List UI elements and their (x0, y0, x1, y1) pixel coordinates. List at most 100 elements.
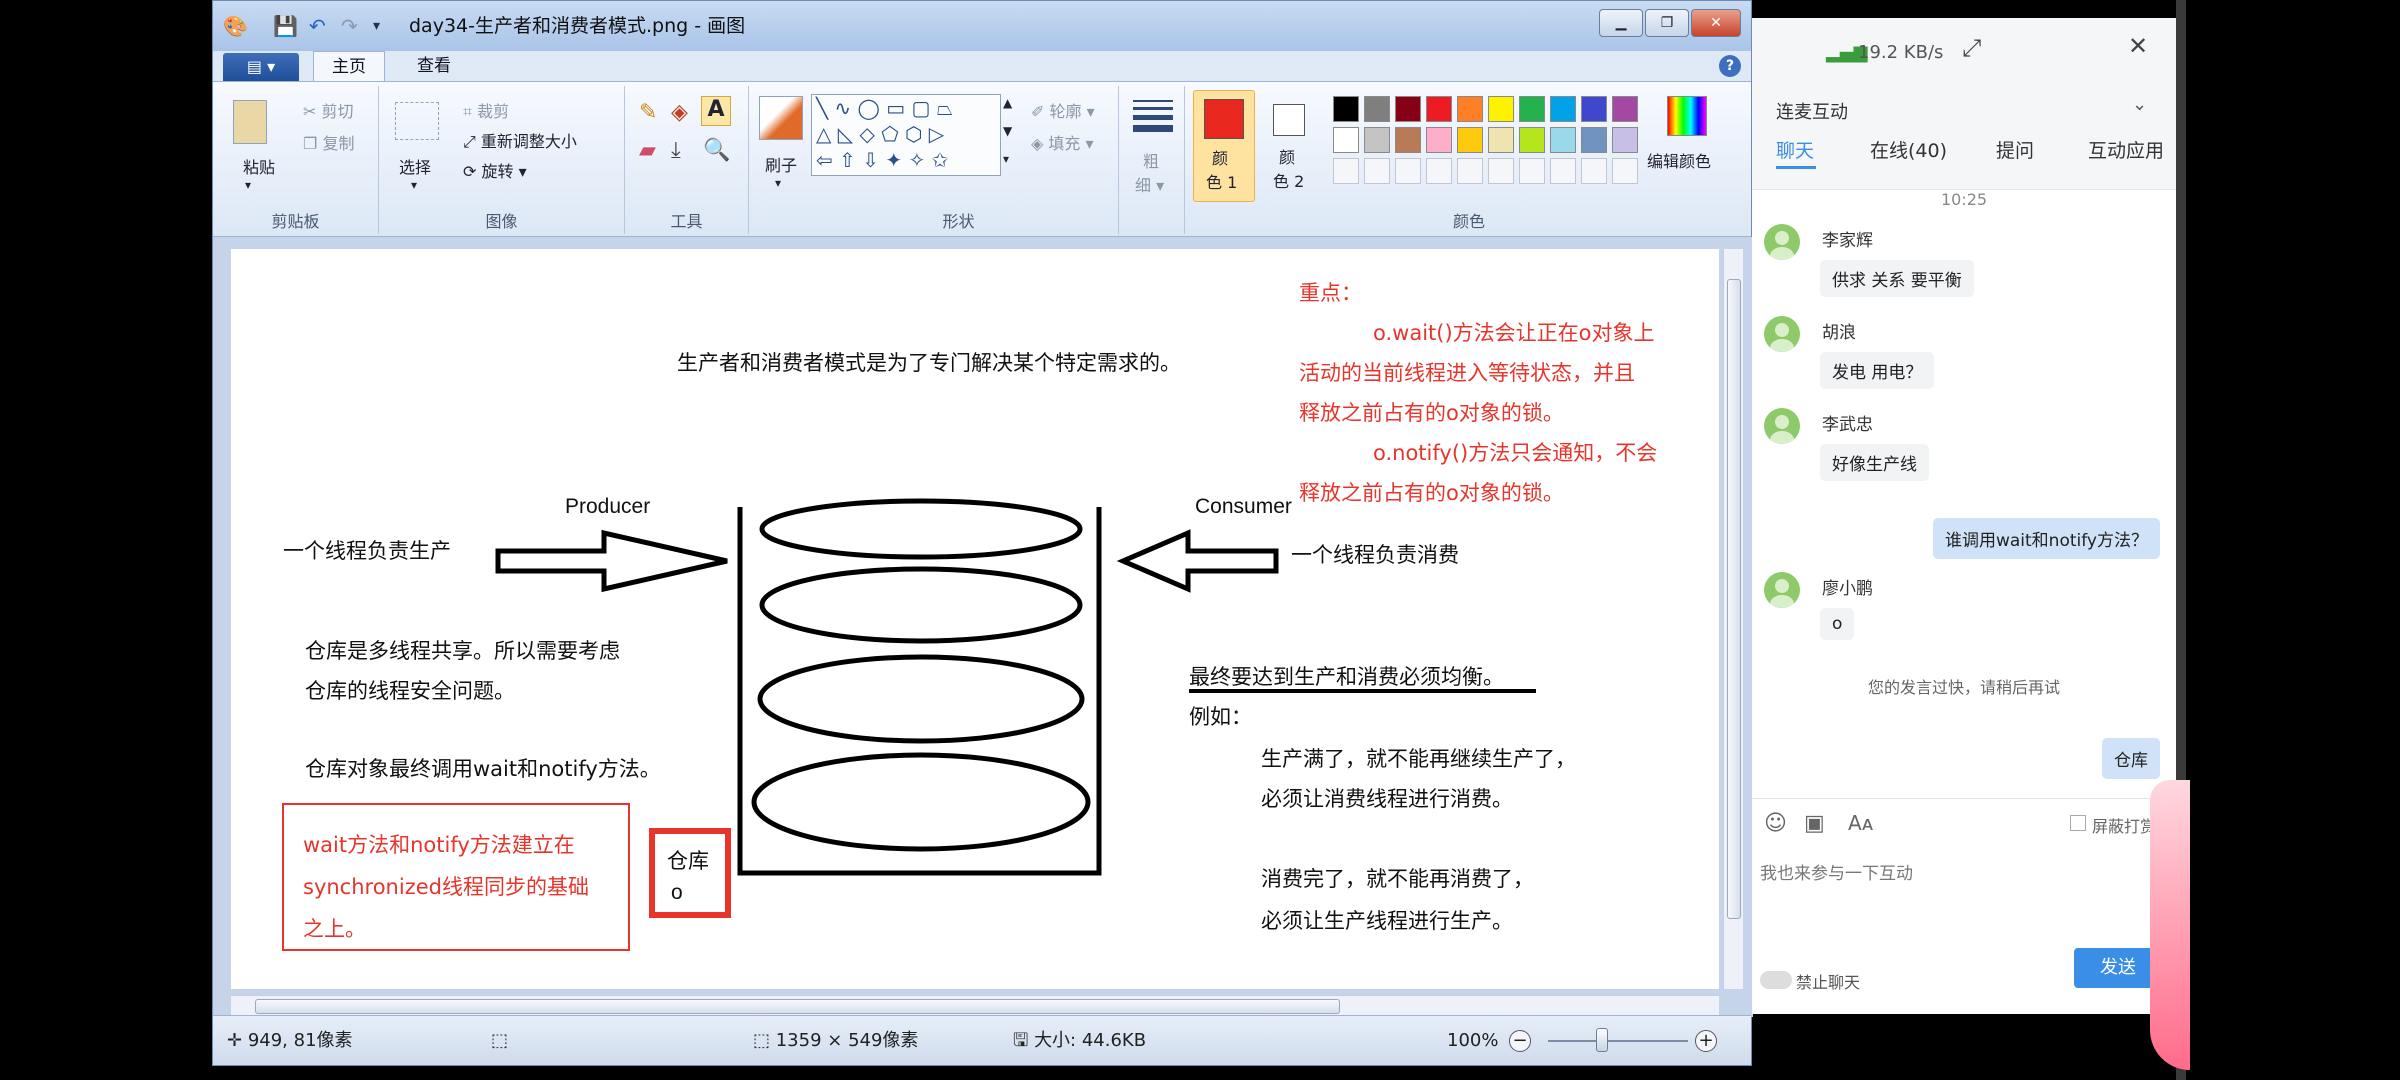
palette-swatch[interactable] (1519, 96, 1545, 122)
shapes-scroll-up-icon[interactable]: ▲ (1003, 96, 1013, 110)
palette-swatch[interactable] (1550, 96, 1576, 122)
brush-icon[interactable] (759, 96, 803, 140)
chat-tab-questions[interactable]: 提问 (1996, 140, 2035, 162)
paste-dropdown-icon[interactable]: ▾ (245, 178, 252, 192)
palette-swatch[interactable] (1519, 127, 1545, 153)
fill-button[interactable]: ◈ 填充 ▾ (1031, 134, 1094, 153)
arrow-shape-icon[interactable]: ⇦ ⇧ ⇩ ✦ ✧ ✩ (816, 148, 949, 172)
palette-swatch[interactable] (1457, 96, 1483, 122)
chat-close-icon[interactable]: ✕ (2128, 32, 2149, 60)
mute-toggle[interactable] (1760, 971, 1792, 989)
shapes-gallery[interactable]: ╲ ∿ ◯ ▭ ▢ ⏢ △ ◺ ◇ ⬠ ⬡ ▷ ⇦ ⇧ ⇩ ✦ ✧ ✩ (811, 94, 1001, 176)
close-button[interactable]: ✕ (1691, 9, 1741, 37)
custom-color-slot[interactable] (1550, 158, 1576, 184)
color1-button[interactable]: 颜 色 1 (1193, 90, 1255, 202)
restore-button[interactable]: ❐ (1645, 9, 1689, 37)
palette-swatch[interactable] (1395, 96, 1421, 122)
palette-swatch[interactable] (1364, 96, 1390, 122)
palette-swatch[interactable] (1581, 127, 1607, 153)
palette-swatch[interactable] (1612, 96, 1638, 122)
section-chevron-icon[interactable]: ⌄ (2132, 94, 2148, 115)
block-tips-checkbox[interactable] (2070, 815, 2086, 831)
custom-color-slot[interactable] (1488, 158, 1514, 184)
triangle-shape-icon[interactable]: △ ◺ ◇ ⬠ ⬡ ▷ (816, 122, 945, 146)
zoom-in-button[interactable]: + (1695, 1030, 1717, 1052)
line-size-icon[interactable] (1133, 100, 1173, 136)
minimize-button[interactable]: ▁ (1599, 9, 1643, 37)
color-picker-icon[interactable]: ⤓ (671, 138, 681, 163)
palette-swatch[interactable] (1333, 127, 1359, 153)
rotate-button[interactable]: ⟳ 旋转 ▾ (463, 162, 527, 181)
custom-color-slot[interactable] (1457, 158, 1483, 184)
image-icon[interactable]: ▣ (1804, 811, 1825, 836)
cut-button[interactable]: ✂ 剪切 (303, 102, 354, 121)
palette-swatch[interactable] (1550, 127, 1576, 153)
zoom-slider-thumb[interactable] (1596, 1028, 1608, 1052)
palette-swatch[interactable] (1488, 127, 1514, 153)
chat-tab-apps[interactable]: 互动应用 (2088, 140, 2165, 162)
line-shape-icon[interactable]: ╲ ∿ ◯ ▭ ▢ ⏢ (816, 96, 953, 120)
horizontal-scroll-thumb[interactable] (255, 999, 1340, 1014)
chat-tab-chat[interactable]: 聊天 (1776, 140, 1815, 162)
custom-color-slot[interactable] (1426, 158, 1452, 184)
palette-swatch[interactable] (1488, 96, 1514, 122)
magnifier-icon[interactable]: 🔍 (703, 138, 731, 163)
chat-input[interactable]: 我也来参与一下互动 (1760, 864, 1913, 884)
palette-swatch[interactable] (1395, 127, 1421, 153)
brushes-dropdown-icon[interactable]: ▾ (775, 176, 782, 190)
palette-swatch[interactable] (1426, 127, 1452, 153)
file-menu-button[interactable]: ▤ ▾ (223, 53, 299, 81)
shapes-expand-icon[interactable]: ▾ (1003, 152, 1010, 166)
tab-view[interactable]: 查看 (417, 56, 451, 76)
fill-bucket-icon[interactable]: ◈ (671, 100, 688, 125)
palette-swatch[interactable] (1457, 127, 1483, 153)
customize-quick-access-icon[interactable]: ▾ (373, 18, 381, 34)
chat-tab-online[interactable]: 在线(40) (1870, 140, 1948, 162)
font-size-icon[interactable]: Aᴀ (1848, 811, 1874, 835)
resize-button[interactable]: ⤢ 重新调整大小 (463, 132, 577, 151)
redo-icon[interactable]: ↷ (341, 14, 358, 38)
brushes-button[interactable]: 刷子 (765, 156, 798, 175)
select-icon[interactable] (395, 102, 439, 140)
text-tool-icon[interactable]: A (701, 96, 731, 126)
custom-color-slot[interactable] (1333, 158, 1359, 184)
drawing-canvas[interactable]: 生产者和消费者模式是为了专门解决某个特定需求的。 重点： o.wait()方法会… (231, 249, 1719, 989)
pencil-icon[interactable]: ✎ (639, 100, 658, 125)
custom-color-slot[interactable] (1364, 158, 1390, 184)
undo-icon[interactable]: ↶ (309, 14, 326, 38)
custom-color-slot[interactable] (1519, 158, 1545, 184)
help-icon[interactable]: ? (1719, 55, 1741, 77)
zoom-slider[interactable] (1548, 1040, 1688, 1042)
palette-swatch[interactable] (1364, 127, 1390, 153)
outline-button[interactable]: ✐ 轮廓 ▾ (1031, 102, 1095, 121)
edit-colors-icon[interactable] (1667, 96, 1707, 136)
emoji-icon[interactable]: ☺ (1764, 811, 1787, 836)
send-button[interactable]: 发送 (2074, 948, 2162, 988)
collapse-icon[interactable]: ⤢ (1962, 34, 1982, 62)
palette-swatch[interactable] (1581, 96, 1607, 122)
custom-color-slot[interactable] (1612, 158, 1638, 184)
title-bar[interactable]: 🎨 💾 ↶ ↷ ▾ day34-生产者和消费者模式.png - 画图 ▁ ❐ ✕ (213, 1, 1751, 51)
custom-color-slot[interactable] (1395, 158, 1421, 184)
paste-button[interactable]: 粘贴 (243, 158, 276, 177)
paste-icon[interactable] (233, 100, 267, 144)
eraser-icon[interactable]: ▰ (639, 138, 656, 163)
horizontal-scrollbar[interactable] (231, 995, 1719, 1017)
paint-app-icon[interactable]: 🎨 (223, 14, 248, 38)
palette-swatch[interactable] (1612, 127, 1638, 153)
crop-button[interactable]: ⌗ 裁剪 (463, 102, 510, 121)
copy-button[interactable]: ❐ 复制 (303, 134, 355, 153)
tab-home[interactable]: 主页 (313, 51, 385, 81)
color2-button[interactable]: 颜 色 2 (1261, 90, 1319, 202)
size-label-line1[interactable]: 粗 (1143, 152, 1160, 171)
vertical-scroll-thumb[interactable] (1727, 279, 1741, 919)
shapes-scroll-down-icon[interactable]: ▼ (1003, 124, 1013, 138)
zoom-out-button[interactable]: − (1509, 1030, 1531, 1052)
palette-swatch[interactable] (1333, 96, 1359, 122)
edit-colors-button[interactable]: 编辑颜色 (1647, 152, 1712, 171)
palette-swatch[interactable] (1426, 96, 1452, 122)
select-button[interactable]: 选择 (399, 158, 432, 177)
vertical-scrollbar[interactable] (1723, 249, 1743, 989)
select-dropdown-icon[interactable]: ▾ (411, 178, 418, 192)
save-icon[interactable]: 💾 (273, 14, 298, 38)
